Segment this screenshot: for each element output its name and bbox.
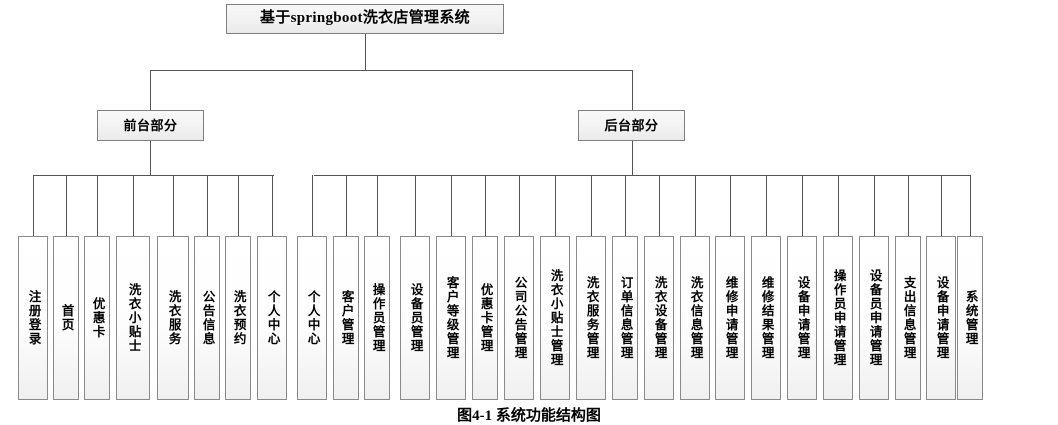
node-leaf-frontend-3[interactable]: 洗衣小贴士: [116, 236, 150, 400]
node-leaf-backend-14[interactable]: 设备申请管理: [787, 236, 817, 400]
connector-drop-backend-13: [766, 175, 767, 236]
node-leaf-backend-0[interactable]: 个人中心: [297, 236, 327, 400]
node-leaf-label: 注册登录: [26, 290, 41, 346]
node-leaf-backend-10[interactable]: 洗衣设备管理: [644, 236, 674, 400]
node-leaf-label: 洗衣预约: [231, 290, 246, 346]
node-branch-backend[interactable]: 后台部分: [578, 110, 685, 141]
node-leaf-backend-13[interactable]: 维修结果管理: [751, 236, 781, 400]
node-leaf-backend-4[interactable]: 客户等级管理: [436, 236, 466, 400]
connector-drop-frontend-3: [133, 175, 134, 236]
connector-drop-backend-10: [659, 175, 660, 236]
connector-level1-bus: [150, 70, 632, 71]
node-leaf-backend-18[interactable]: 设备申请管理: [926, 236, 956, 400]
node-branch-backend-label: 后台部分: [604, 117, 659, 133]
node-leaf-label: 操作员管理: [370, 283, 385, 353]
node-leaf-label: 公司公告管理: [512, 276, 527, 360]
connector-drop-backend-18: [941, 175, 942, 236]
node-leaf-label: 维修结果管理: [759, 276, 774, 360]
node-leaf-backend-19[interactable]: 系统管理: [957, 236, 983, 400]
node-leaf-frontend-4[interactable]: 洗衣服务: [157, 236, 189, 400]
connector-to-backend: [632, 70, 633, 110]
node-leaf-frontend-1[interactable]: 首页: [53, 236, 79, 400]
node-leaf-backend-11[interactable]: 洗衣信息管理: [680, 236, 710, 400]
node-leaf-backend-1[interactable]: 客户管理: [333, 236, 359, 400]
node-leaf-backend-7[interactable]: 洗衣小贴士管理: [540, 236, 570, 400]
node-leaf-label: 设备申请管理: [934, 276, 949, 360]
node-leaf-frontend-0[interactable]: 注册登录: [18, 236, 48, 400]
connector-drop-backend-7: [555, 175, 556, 236]
node-leaf-backend-6[interactable]: 公司公告管理: [504, 236, 534, 400]
connector-backend-stem: [632, 141, 633, 175]
node-leaf-backend-8[interactable]: 洗衣服务管理: [576, 236, 606, 400]
node-branch-frontend[interactable]: 前台部分: [97, 110, 204, 141]
node-leaf-backend-2[interactable]: 操作员管理: [364, 236, 390, 400]
connector-drop-backend-8: [591, 175, 592, 236]
connector-to-frontend: [150, 70, 151, 110]
node-leaf-label: 操作员申请管理: [831, 269, 846, 367]
node-leaf-backend-12[interactable]: 维修申请管理: [715, 236, 745, 400]
node-root-label: 基于springboot洗衣店管理系统: [260, 10, 470, 27]
node-leaf-backend-9[interactable]: 订单信息管理: [612, 236, 638, 400]
connector-drop-backend-14: [802, 175, 803, 236]
node-leaf-label: 客户管理: [339, 290, 354, 346]
figure-caption: 图4-1 系统功能结构图: [457, 408, 601, 424]
node-leaf-label: 个人中心: [265, 290, 280, 346]
connector-drop-backend-0: [312, 175, 313, 236]
connector-drop-frontend-0: [33, 175, 34, 236]
connector-drop-frontend-7: [272, 175, 273, 236]
connector-drop-backend-1: [346, 175, 347, 236]
node-leaf-label: 设备员管理: [408, 283, 423, 353]
connector-drop-backend-9: [625, 175, 626, 236]
connector-drop-backend-11: [695, 175, 696, 236]
connector-drop-frontend-5: [207, 175, 208, 236]
node-leaf-label: 客户等级管理: [444, 276, 459, 360]
node-leaf-label: 设备员申请管理: [867, 269, 882, 367]
connector-frontend-bus: [33, 175, 274, 176]
node-leaf-label: 洗衣小贴士: [126, 283, 141, 353]
node-leaf-label: 支出信息管理: [901, 276, 916, 360]
connector-root-stem: [365, 34, 366, 70]
node-branch-frontend-label: 前台部分: [123, 117, 178, 133]
node-leaf-label: 设备申请管理: [795, 276, 810, 360]
node-leaf-label: 洗衣服务: [166, 290, 181, 346]
node-leaf-frontend-5[interactable]: 公告信息: [194, 236, 220, 400]
connector-drop-backend-17: [908, 175, 909, 236]
connector-drop-backend-16: [874, 175, 875, 236]
connector-drop-frontend-1: [66, 175, 67, 236]
node-leaf-backend-16[interactable]: 设备员申请管理: [859, 236, 889, 400]
node-leaf-backend-17[interactable]: 支出信息管理: [895, 236, 921, 400]
node-leaf-label: 优惠卡: [90, 297, 105, 339]
node-leaf-label: 洗衣小贴士管理: [548, 269, 563, 367]
connector-drop-backend-5: [485, 175, 486, 236]
node-leaf-backend-3[interactable]: 设备员管理: [400, 236, 430, 400]
node-leaf-label: 优惠卡管理: [478, 283, 493, 353]
node-leaf-backend-15[interactable]: 操作员申请管理: [823, 236, 853, 400]
node-leaf-backend-5[interactable]: 优惠卡管理: [472, 236, 498, 400]
node-leaf-label: 系统管理: [963, 290, 978, 346]
connector-drop-backend-19: [970, 175, 971, 236]
node-leaf-label: 订单信息管理: [618, 276, 633, 360]
node-leaf-label: 洗衣设备管理: [652, 276, 667, 360]
connector-drop-backend-12: [730, 175, 731, 236]
node-leaf-frontend-6[interactable]: 洗衣预约: [225, 236, 251, 400]
connector-drop-backend-4: [451, 175, 452, 236]
node-leaf-label: 公告信息: [200, 290, 215, 346]
connector-drop-backend-15: [838, 175, 839, 236]
node-leaf-label: 个人中心: [305, 290, 320, 346]
node-leaf-label: 维修申请管理: [723, 276, 738, 360]
node-leaf-frontend-2[interactable]: 优惠卡: [84, 236, 110, 400]
node-leaf-label: 首页: [59, 304, 74, 332]
connector-drop-frontend-2: [97, 175, 98, 236]
connector-drop-backend-6: [519, 175, 520, 236]
connector-backend-bus: [314, 175, 971, 176]
connector-drop-frontend-4: [173, 175, 174, 236]
connector-drop-backend-2: [377, 175, 378, 236]
connector-drop-frontend-6: [238, 175, 239, 236]
node-leaf-frontend-7[interactable]: 个人中心: [257, 236, 287, 400]
connector-frontend-stem: [150, 141, 151, 175]
node-leaf-label: 洗衣服务管理: [584, 276, 599, 360]
node-leaf-label: 洗衣信息管理: [688, 276, 703, 360]
node-root-system-title[interactable]: 基于springboot洗衣店管理系统: [226, 4, 504, 34]
connector-drop-backend-3: [415, 175, 416, 236]
